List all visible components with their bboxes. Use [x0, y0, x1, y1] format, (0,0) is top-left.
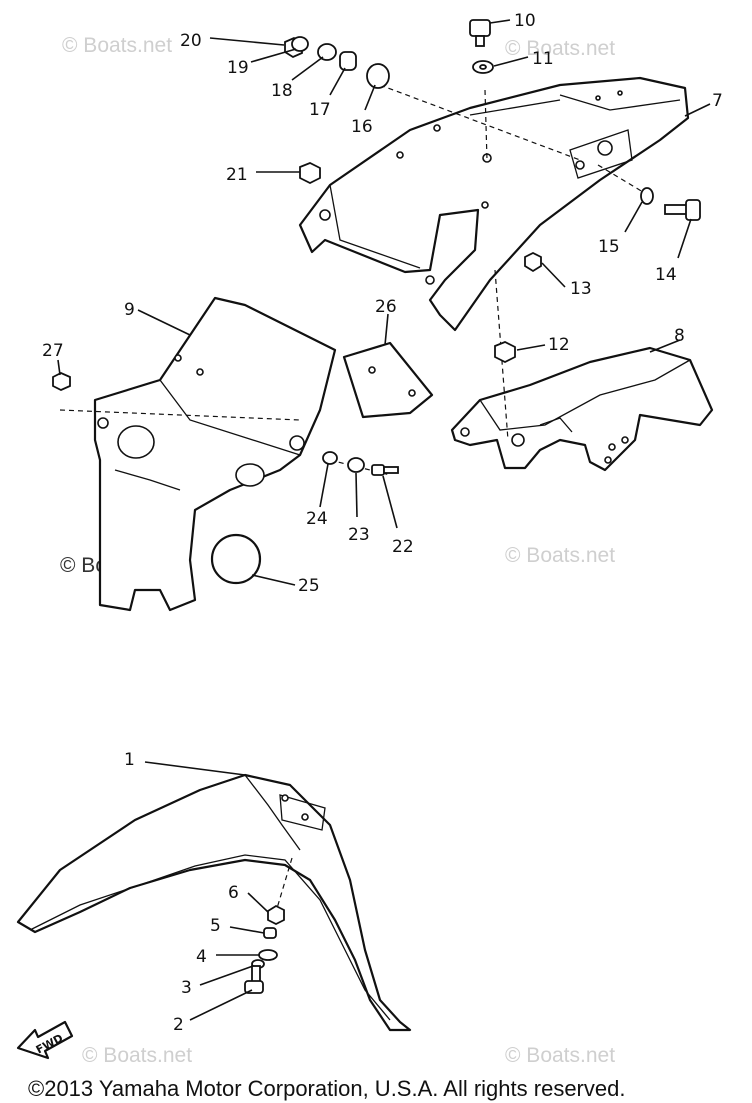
callout-20: 20	[180, 31, 202, 51]
callout-5: 5	[210, 916, 221, 936]
callout-8: 8	[674, 326, 685, 346]
watermark-bottom-left: © Boats.net	[82, 1044, 192, 1067]
fender-bracket-8	[450, 346, 714, 472]
tail-bracket-9	[93, 296, 337, 612]
watermark-bottom-right: © Boats.net	[505, 1044, 615, 1067]
rear-fender-7	[298, 76, 690, 332]
watermark-mid-right: © Boats.net	[505, 544, 615, 567]
callout-12: 12	[548, 335, 570, 355]
copyright-notice: ©2013 Yamaha Motor Corporation, U.S.A. A…	[28, 1076, 625, 1101]
callout-23: 23	[348, 525, 370, 545]
watermark-top-left: © Boats.net	[62, 34, 172, 57]
callout-3: 3	[181, 978, 192, 998]
callout-4: 4	[196, 947, 207, 967]
callout-1: 1	[124, 750, 135, 770]
callout-25: 25	[298, 576, 320, 596]
plate-26	[342, 341, 434, 419]
watermark-top-right: © Boats.net	[505, 37, 615, 60]
callout-21: 21	[226, 165, 248, 185]
cap-25	[210, 533, 262, 585]
callout-24: 24	[306, 509, 328, 529]
callout-11: 11	[532, 49, 554, 69]
callout-10: 10	[514, 11, 536, 31]
callout-7: 7	[712, 91, 723, 111]
callout-15: 15	[598, 237, 620, 257]
fwd-arrow-icon: FWD	[16, 1020, 74, 1060]
callout-14: 14	[655, 265, 677, 285]
callout-2: 2	[173, 1015, 184, 1035]
front-fender-1	[16, 773, 412, 1032]
callout-13: 13	[570, 279, 592, 299]
callout-16: 16	[351, 117, 373, 137]
callout-9: 9	[124, 300, 135, 320]
callout-26: 26	[375, 297, 397, 317]
callout-19: 19	[227, 58, 249, 78]
callout-17: 17	[309, 100, 331, 120]
callout-22: 22	[392, 537, 414, 557]
callout-6: 6	[228, 883, 239, 903]
callout-18: 18	[271, 81, 293, 101]
callout-27: 27	[42, 341, 64, 361]
